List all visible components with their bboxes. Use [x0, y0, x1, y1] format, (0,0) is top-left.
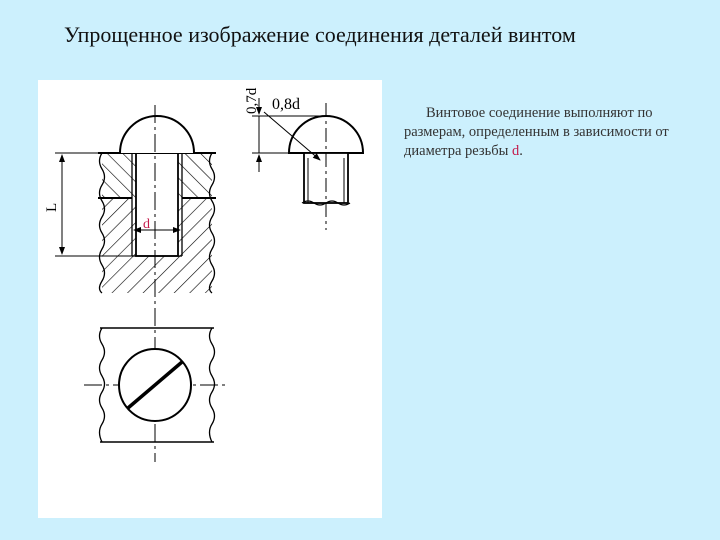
head-detail: 0,7d 0,8d [244, 87, 365, 230]
break-line-right [208, 152, 216, 294]
screw-shank [135, 152, 179, 257]
section-view: d L [44, 115, 216, 294]
head-height-label: 0,7d [244, 87, 260, 114]
screw-slot [126, 360, 184, 410]
diameter-label: d [143, 217, 150, 232]
break-line-left [98, 152, 106, 294]
top-view [84, 327, 228, 443]
head-radius-label: 0,8d [272, 96, 300, 113]
description: Винтовое соединение выполняют по размера… [404, 104, 684, 161]
screw-head [119, 115, 195, 154]
length-label: L [44, 203, 60, 212]
description-text: Винтовое соединение выполняют по размера… [404, 105, 669, 160]
slide-title: Упрощенное изображение соединения детале… [64, 22, 576, 47]
description-end: . [519, 143, 523, 160]
description-symbol: d [511, 143, 520, 160]
